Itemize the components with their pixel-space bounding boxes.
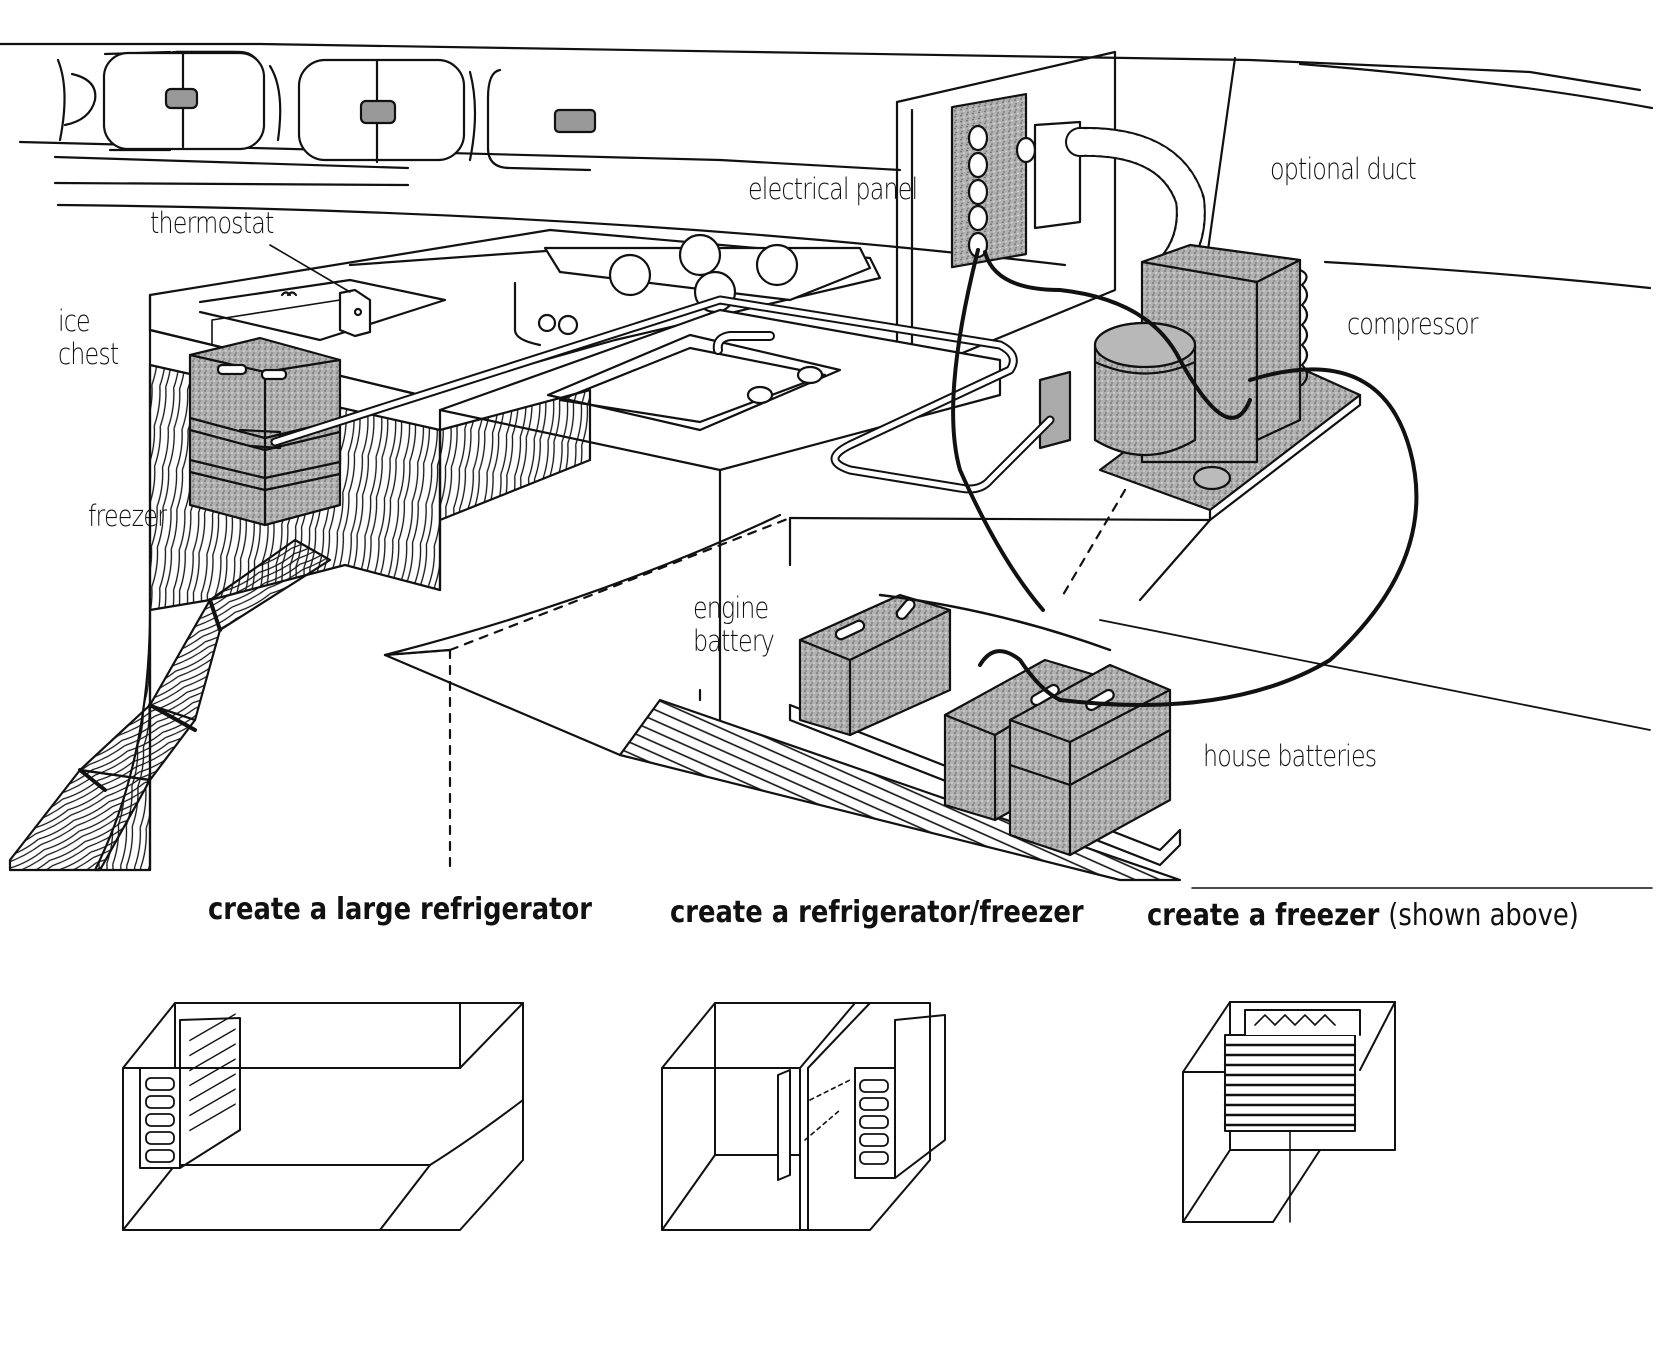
upper-cabinets xyxy=(0,42,1642,187)
config-sketch-large-refrigerator xyxy=(122,1002,524,1231)
thermostat xyxy=(211,244,372,346)
label-optional-duct: optional duct xyxy=(1270,152,1417,186)
caption-large-refrigerator: create a large refrigerator xyxy=(208,892,592,927)
label-house-batteries: house batteries xyxy=(1203,739,1377,773)
label-thermostat: thermostat xyxy=(150,206,274,240)
counter-back-edge xyxy=(56,203,1067,267)
config-sketch-freezer xyxy=(1182,1001,1396,1223)
label-freezer: freezer xyxy=(88,499,167,533)
refrigerant-tubing xyxy=(270,295,1055,494)
label-electrical-panel: electrical panel xyxy=(748,172,918,206)
compressor xyxy=(1038,243,1362,522)
caption-refrigerator-freezer: create a refrigerator/freezer xyxy=(670,895,1084,930)
optional-duct xyxy=(1033,120,1206,283)
label-compressor: compressor xyxy=(1347,307,1478,341)
engine-battery xyxy=(798,593,952,737)
label-ice-chest: ice chest xyxy=(58,304,119,371)
caption-title: create a freezer xyxy=(1147,898,1380,933)
caption-title: create a large refrigerator xyxy=(208,892,592,927)
caption-note: (shown above) xyxy=(1388,898,1579,933)
electrical-cables xyxy=(878,248,1419,707)
freezer-unit xyxy=(188,336,342,527)
label-engine-battery: engine battery xyxy=(693,591,775,658)
config-sketch-refrigerator-freezer xyxy=(661,1002,946,1231)
caption-title: create a refrigerator/freezer xyxy=(670,895,1084,930)
caption-freezer: create a freezer (shown above) xyxy=(1147,898,1579,933)
